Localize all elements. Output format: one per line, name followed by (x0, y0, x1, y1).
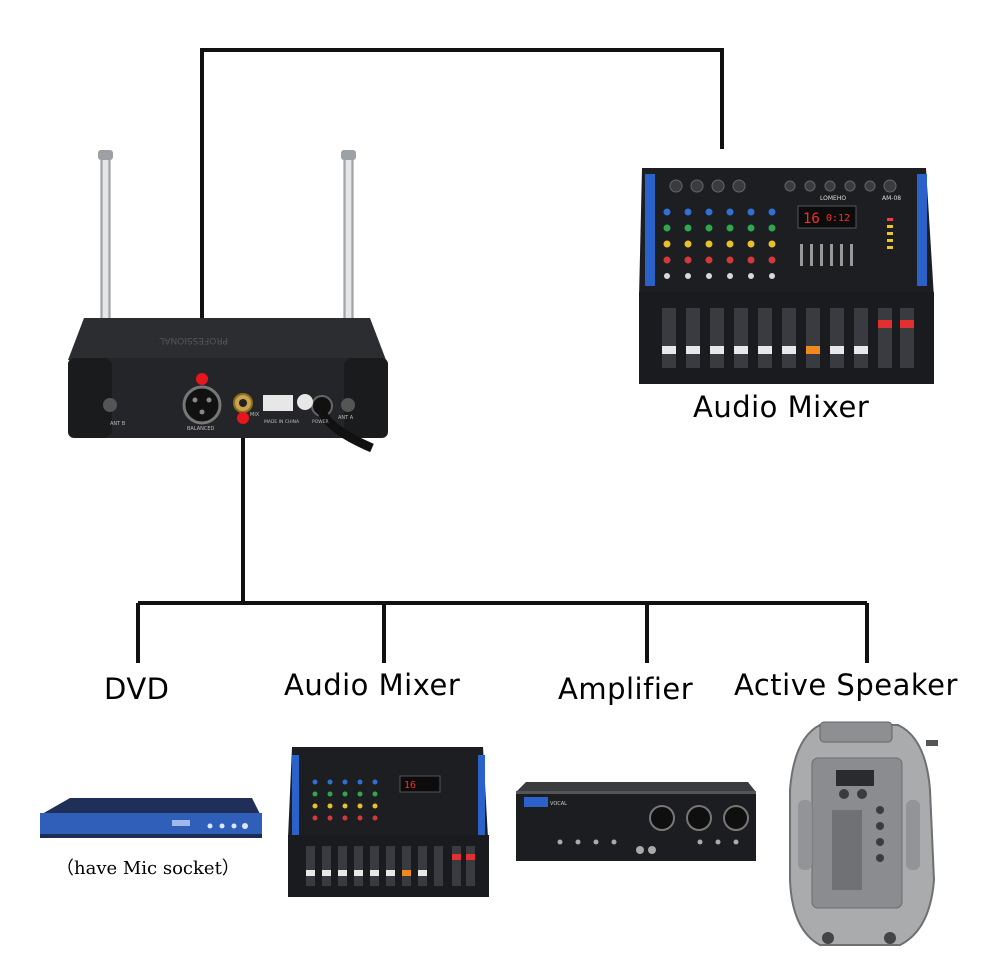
bottom-audio-mixer: 16 (288, 747, 489, 897)
label-dvd: DVD (104, 672, 170, 706)
ant-b-text: ANT B (110, 421, 126, 427)
top-audio-mixer: 16 0:12 LOMEHO AM-08 (639, 168, 934, 384)
bottom-mixer-display: 16 (404, 780, 416, 791)
active-speaker (789, 721, 938, 946)
mixer-model: AM-08 (882, 195, 901, 202)
power-text: POWER (312, 419, 329, 425)
dvd-note: （have Mic socket） (56, 858, 240, 879)
mixer-faders (662, 308, 914, 368)
antenna-a (341, 150, 356, 407)
wireless-receiver: ANT B ANT A BALANCED MIX MADE IN CHINA P… (68, 150, 388, 453)
power-socket-icon (311, 395, 374, 453)
jack-connector-icon (233, 393, 253, 413)
label-amplifier: Amplifier (558, 672, 694, 706)
mixer-display-time: 0:12 (826, 213, 850, 224)
line-receiver-to-top-mixer (200, 48, 724, 381)
mix-text: MIX (250, 412, 260, 418)
receiver-brand-text: PROFESSIONAL (159, 335, 228, 345)
dot-xlr-output (196, 373, 208, 385)
balanced-text: BALANCED (187, 426, 215, 432)
dvd-player (40, 798, 262, 838)
dot-mix-output (237, 412, 249, 424)
mixer-display: 16 (803, 211, 820, 227)
label-top-audio-mixer: Audio Mixer (693, 390, 870, 424)
amp-brand: VOCAL (550, 801, 567, 807)
amplifier: VOCAL (516, 782, 756, 861)
mixer-brand: LOMEHO (820, 195, 846, 202)
made-in-text: MADE IN CHINA (264, 419, 300, 425)
amp-knobs (649, 805, 749, 831)
mixer-knobs (663, 208, 776, 279)
label-audio-mixer: Audio Mixer (284, 668, 461, 702)
ant-a-text: ANT A (338, 415, 354, 421)
label-active-speaker: Active Speaker (734, 668, 958, 702)
xlr-connector-icon (182, 385, 222, 425)
